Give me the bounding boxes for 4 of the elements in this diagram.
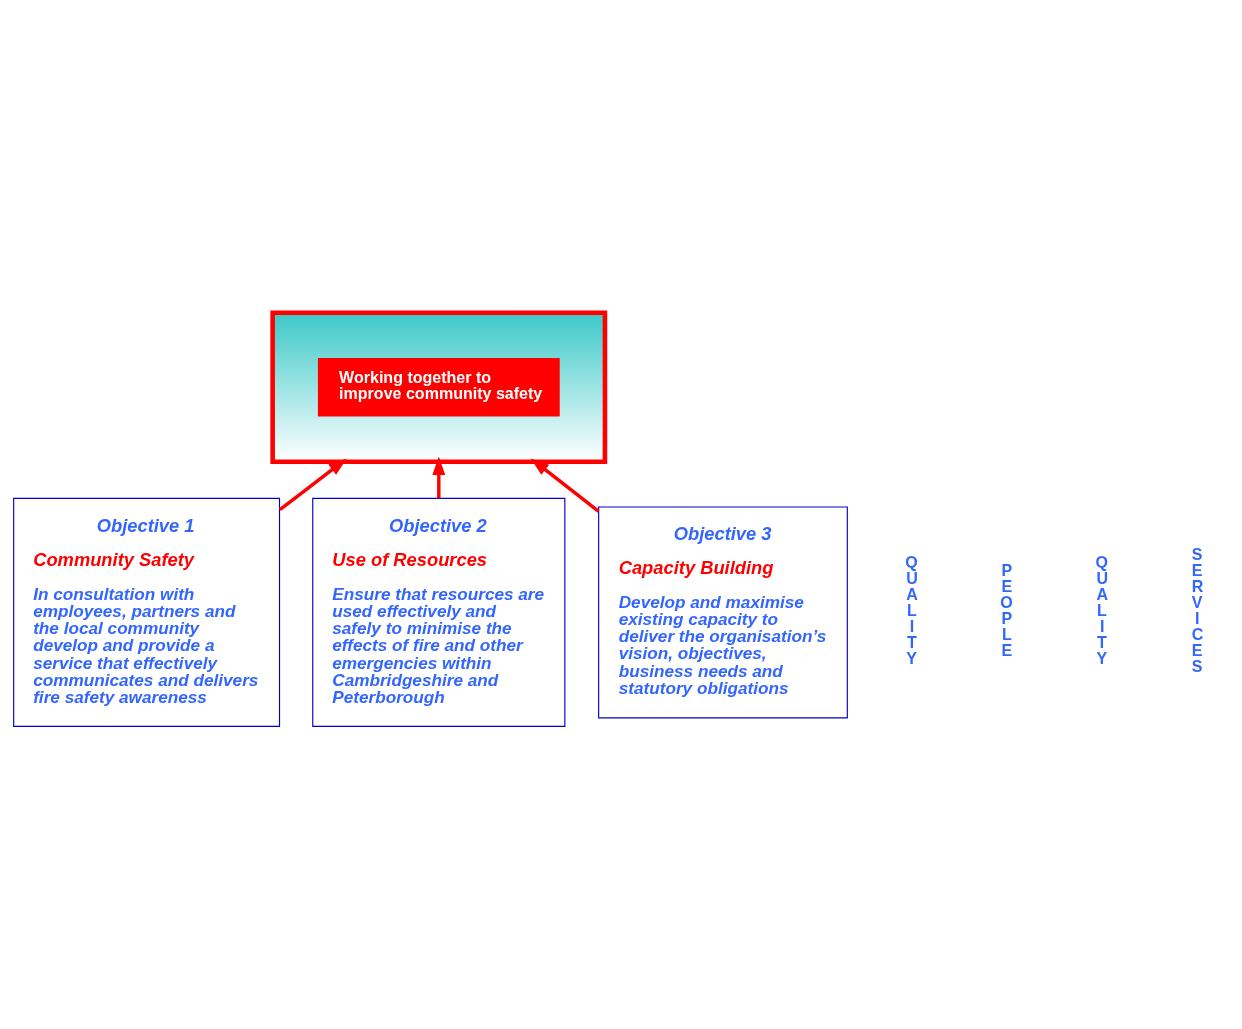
label: QUALITY — [905, 552, 918, 667]
label: PEOPLE — [1000, 560, 1013, 659]
label: QUALITY — [1095, 552, 1109, 667]
label: SERVICES — [1191, 544, 1204, 675]
